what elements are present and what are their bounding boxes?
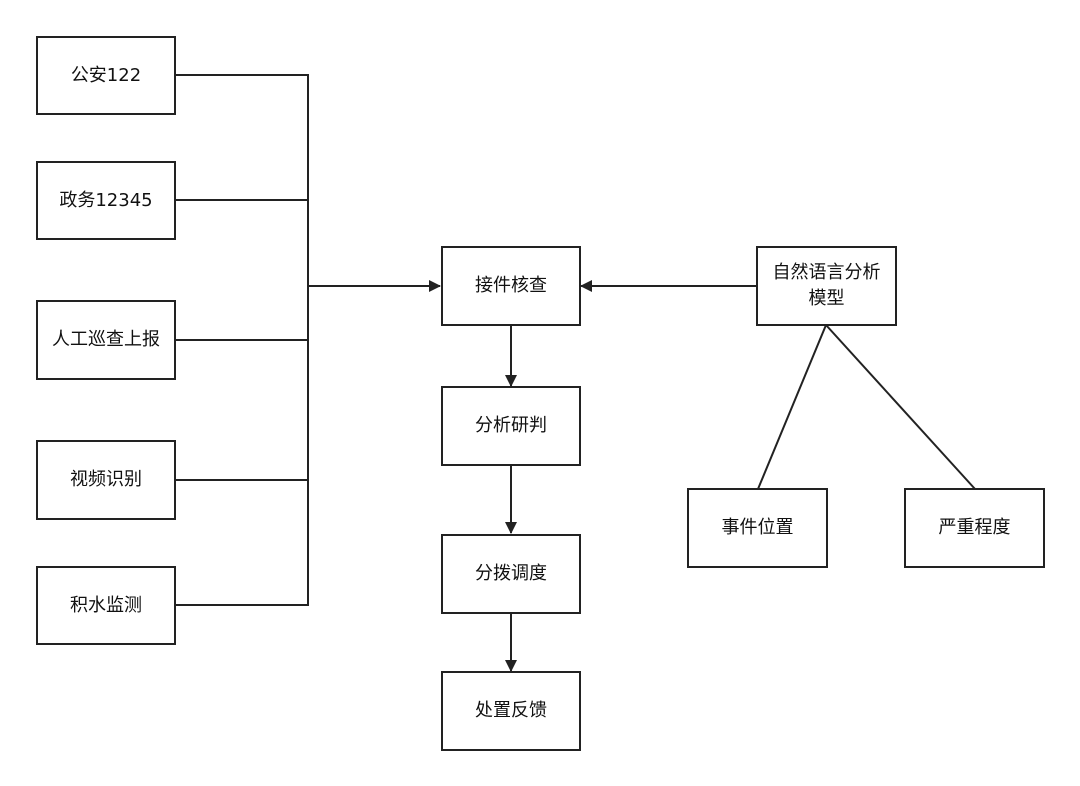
pipeline-node-dispatch: 分拨调度: [441, 534, 581, 614]
pipeline-node-intake-check: 接件核查: [441, 246, 581, 326]
connector-model-to-location: [757, 324, 827, 490]
output-node-severity: 严重程度: [904, 488, 1045, 568]
source-node-water-monitoring: 积水监测: [36, 566, 176, 645]
model-node-nlp: 自然语言分析模型: [756, 246, 897, 326]
source-node-manual-patrol: 人工巡查上报: [36, 300, 176, 380]
source-node-gov-12345: 政务12345: [36, 161, 176, 240]
pipeline-node-feedback: 处置反馈: [441, 671, 581, 751]
source-node-video-recognition: 视频识别: [36, 440, 176, 520]
pipeline-node-analysis: 分析研判: [441, 386, 581, 466]
connector-model-to-severity: [825, 324, 976, 490]
source-node-police-122: 公安122: [36, 36, 176, 115]
output-node-event-location: 事件位置: [687, 488, 828, 568]
